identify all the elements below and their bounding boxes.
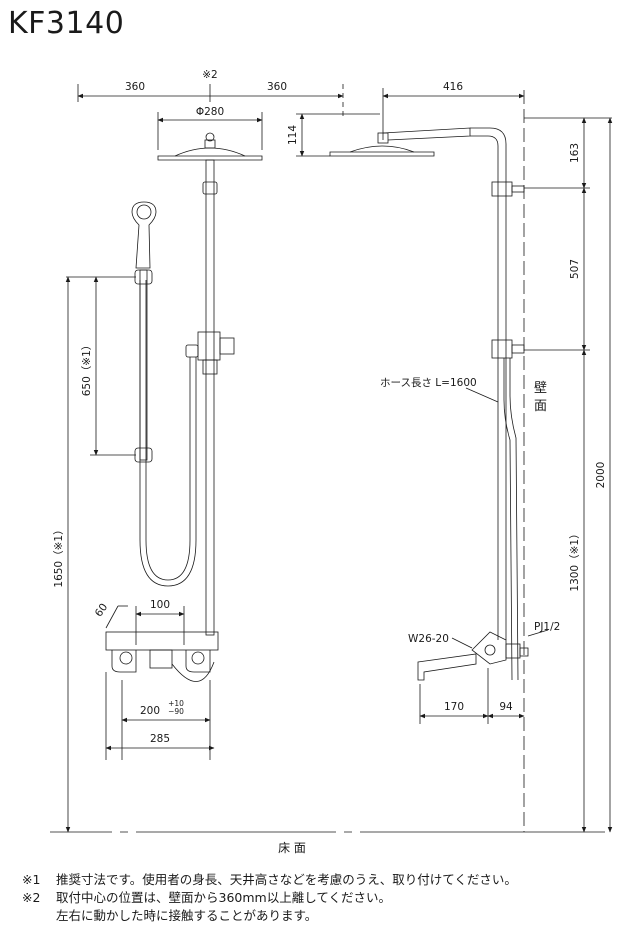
spout <box>417 653 477 681</box>
dim-label-60: 60 <box>93 601 111 619</box>
hose-front <box>145 280 191 581</box>
dim-label-100: 100 <box>150 599 170 611</box>
dim-label-tol-minus: −90 <box>168 707 184 716</box>
dim-label-head-diameter: Φ280 <box>196 106 224 118</box>
dim-label-94: 94 <box>499 701 513 713</box>
dim-label-285: 285 <box>150 733 170 745</box>
model-title: KF3140 <box>8 6 125 41</box>
shower-arm-side <box>382 127 471 141</box>
dim-label-1650: 1650（※1） <box>53 524 65 587</box>
dim-label-left-360: 360 <box>125 81 145 93</box>
wall-label: 壁 <box>534 381 547 396</box>
dim-label-1300: 1300（※1） <box>569 528 581 591</box>
dim-label-507: 507 <box>569 259 581 279</box>
mixer-body-side <box>471 631 507 665</box>
hose-side <box>503 358 513 681</box>
dim-label-114: 114 <box>287 125 299 145</box>
dim-label-tol-plus: +10 <box>168 699 184 708</box>
dim-label-200: 200 <box>140 705 160 717</box>
shower-head-front <box>157 155 263 161</box>
w26-label: W26-20 <box>408 633 449 645</box>
dim-label-163: 163 <box>569 143 581 163</box>
footnote-2-continued: 左右に動かした時に接触することがあります。 <box>56 908 318 923</box>
wall-label-2: 面 <box>534 399 547 414</box>
shower-head-side <box>329 151 435 157</box>
dim-label-note2: ※2 <box>202 69 217 81</box>
dim-label-650: 650（※1） <box>81 340 93 397</box>
dim-label-170: 170 <box>444 701 464 713</box>
dim-label-2000: 2000 <box>595 462 607 489</box>
dim-label-right-360: 360 <box>267 81 287 93</box>
floor-label: 床 面 <box>278 841 306 855</box>
mixer-body-front <box>105 631 219 651</box>
hand-shower <box>131 201 157 269</box>
hose-length-label: ホース長さ L=1600 <box>380 377 477 389</box>
dim-label-416: 416 <box>443 81 463 93</box>
pj-label: PJ1/2 <box>534 621 560 633</box>
riser-pipe-front <box>205 159 215 636</box>
